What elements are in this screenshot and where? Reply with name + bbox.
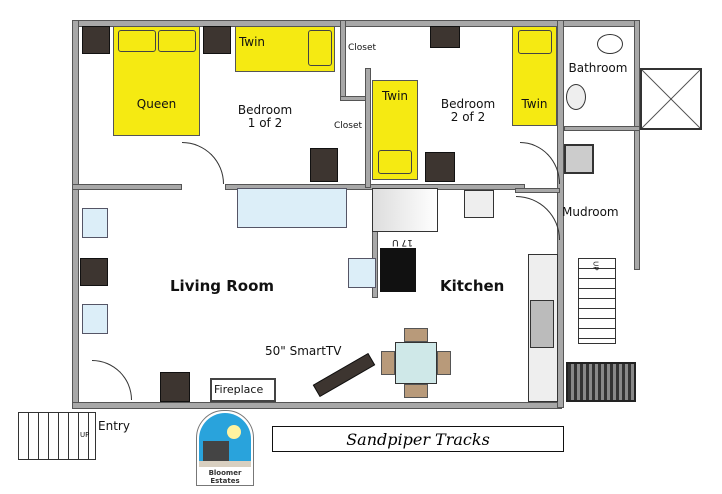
shower-icon — [640, 68, 702, 130]
company-logo: Bloomer Estates Vacation Rentals — [196, 410, 254, 486]
mudroom-stairs[interactable] — [578, 258, 616, 344]
wall-bed2-left — [365, 68, 371, 188]
nightstand — [203, 26, 231, 54]
closet1-label: Closet — [348, 43, 377, 53]
pillow — [158, 30, 196, 52]
fireplace — [210, 378, 276, 402]
armchair — [82, 304, 108, 334]
twin-label-2: Twin — [381, 89, 409, 103]
tv-label: 50" SmartTV — [265, 344, 342, 358]
fridge — [372, 188, 438, 232]
twin-label-1: Twin — [238, 35, 266, 49]
bedroom1-label: Bedroom 1 of 2 — [237, 103, 293, 131]
fridge-label: 17 U — [392, 236, 413, 247]
door-bedroom2[interactable] — [520, 142, 560, 184]
wall-bath-bottom — [564, 126, 640, 131]
fireplace-label: Fireplace — [214, 383, 264, 396]
living-room-label: Living Room — [170, 277, 275, 295]
bedroom2-label: Bedroom 2 of 2 — [440, 97, 496, 125]
dining-chair — [404, 328, 428, 342]
door-mudroom[interactable] — [516, 196, 560, 240]
pillow — [378, 150, 412, 174]
wall-bed1-living — [72, 184, 182, 190]
stove-icon — [380, 248, 416, 292]
wall-right — [557, 20, 564, 408]
kitchen-label: Kitchen — [440, 277, 505, 295]
sink-icon — [566, 84, 586, 110]
nightstand — [82, 26, 110, 54]
sofa — [237, 188, 347, 228]
logo-text: Bloomer Estates Vacation Rentals — [208, 469, 242, 485]
entry-label: Entry — [98, 419, 130, 433]
closet2-label: Closet — [334, 121, 363, 131]
guitar-chair — [310, 148, 338, 182]
kitchen-sink-icon — [530, 300, 554, 348]
bathroom-label: Bathroom — [568, 61, 628, 75]
range-hood — [464, 190, 494, 218]
entry-stairs-up-label: UP — [80, 431, 90, 439]
cabinet — [160, 372, 190, 402]
armchair — [82, 208, 108, 238]
wall-bottom — [72, 402, 562, 409]
mudroom-label: Mudroom — [562, 205, 619, 219]
pillow — [518, 30, 552, 54]
toilet-icon — [597, 34, 623, 54]
logo-house — [203, 441, 229, 461]
tv-icon — [312, 352, 376, 398]
wall-left — [72, 20, 79, 408]
dining-chair — [404, 384, 428, 398]
mudroom-stairs-up-label: UP — [591, 261, 600, 271]
desk — [430, 26, 460, 48]
queen-label: Queen — [136, 97, 177, 111]
dining-chair — [437, 351, 451, 375]
logo-sand — [199, 461, 251, 467]
door-entry[interactable] — [92, 360, 132, 400]
dining-table — [395, 342, 437, 384]
twin-label-3: Twin — [521, 97, 548, 111]
pillow — [308, 30, 332, 66]
dining-chair — [381, 351, 395, 375]
title-box: Sandpiper Tracks — [272, 426, 564, 452]
logo-sun — [227, 425, 241, 439]
utility-sink-icon — [564, 144, 594, 174]
entry-stairs[interactable] — [18, 412, 96, 460]
door-bedroom1[interactable] — [182, 142, 224, 184]
wall-closet — [340, 20, 346, 100]
title-label: Sandpiper Tracks — [346, 429, 490, 449]
pillow — [118, 30, 156, 52]
nightstand — [425, 152, 455, 182]
armchair — [348, 258, 376, 288]
wall-top-bath — [560, 20, 640, 27]
wall-bath-right — [634, 20, 640, 270]
end-table — [80, 258, 108, 286]
wall-mud-top — [515, 188, 560, 193]
deck-icon — [566, 362, 636, 402]
